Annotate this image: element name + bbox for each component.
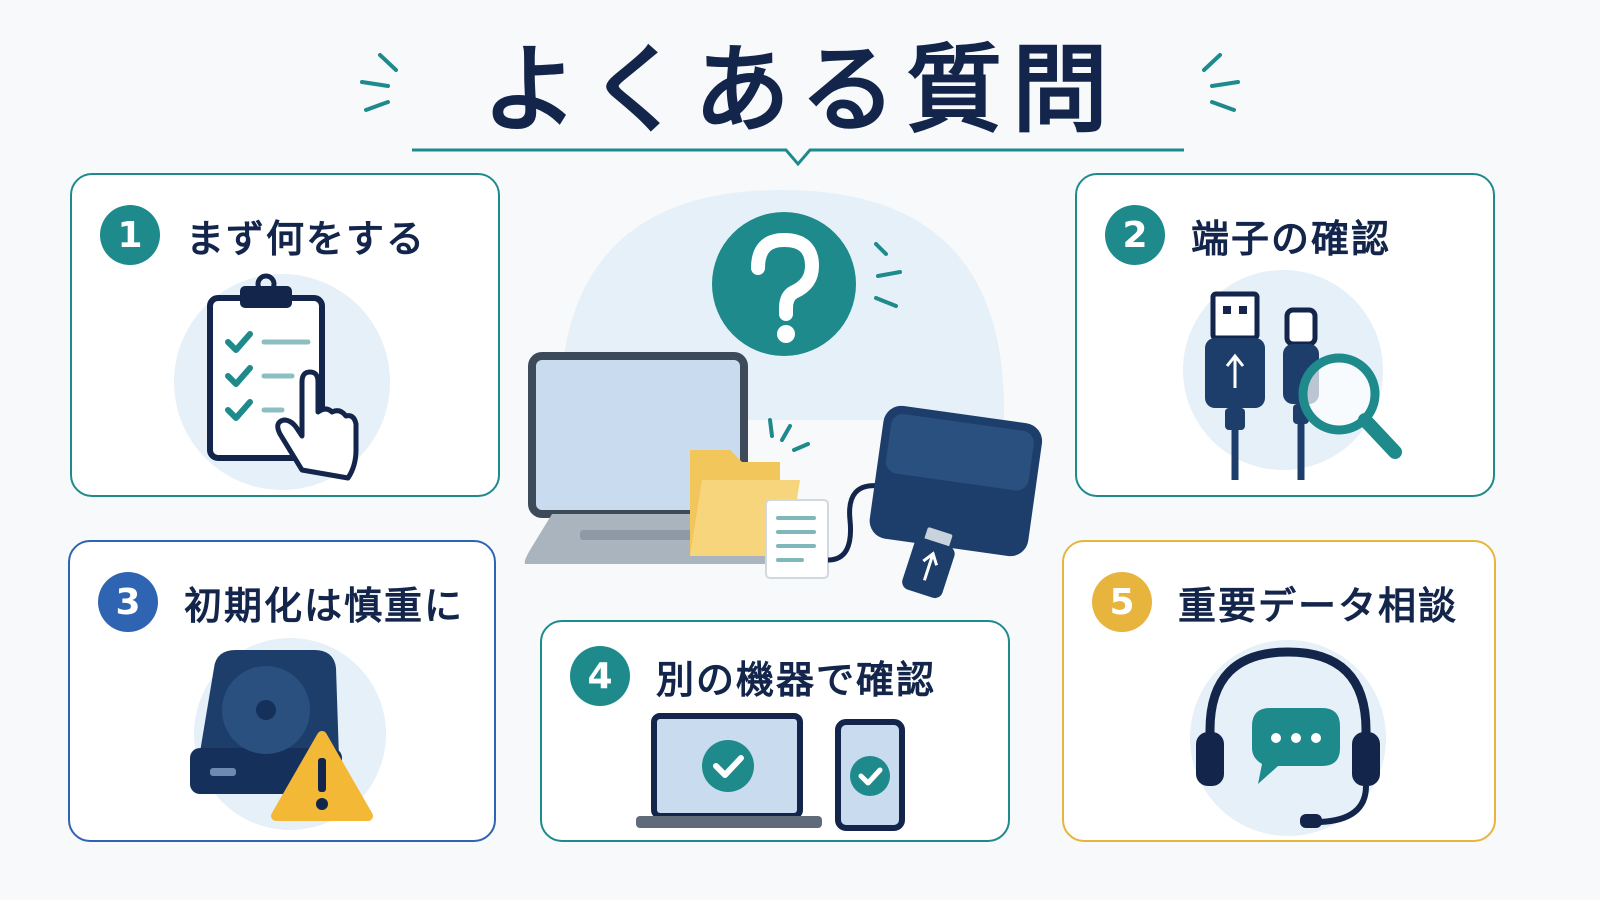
card-number-badge: 3	[98, 572, 158, 632]
headset-chat-icon	[1190, 640, 1386, 836]
card-number-badge: 4	[570, 646, 630, 706]
card-number-badge: 5	[1092, 572, 1152, 632]
laptop-question-drive-icon	[524, 190, 1043, 599]
faq-card-4[interactable]: 4 別の機器で確認	[540, 620, 1010, 842]
faq-card-3[interactable]: 3 初期化は慎重に	[68, 540, 496, 842]
faq-card-1[interactable]: 1 まず何をする	[70, 173, 500, 497]
faq-card-5[interactable]: 5 重要データ相談	[1062, 540, 1496, 842]
card-number-badge: 2	[1105, 205, 1165, 265]
laptop-phone-check-icon	[636, 713, 905, 831]
clipboard-checklist-icon	[174, 273, 390, 490]
card-label: 初期化は慎重に	[184, 583, 465, 628]
card-number-badge: 1	[100, 205, 160, 265]
card-label: 端子の確認	[1191, 216, 1392, 261]
card-label: 別の機器で確認	[656, 657, 937, 702]
hard-drive-warning-icon	[190, 638, 386, 830]
usb-cables-magnifier-icon	[1183, 270, 1402, 480]
card-label: まず何をする	[186, 216, 427, 261]
page-title: よくある質問	[482, 34, 1118, 146]
card-label: 重要データ相談	[1178, 583, 1459, 628]
title-decoration	[360, 53, 1240, 167]
faq-card-2[interactable]: 2 端子の確認	[1075, 173, 1495, 497]
